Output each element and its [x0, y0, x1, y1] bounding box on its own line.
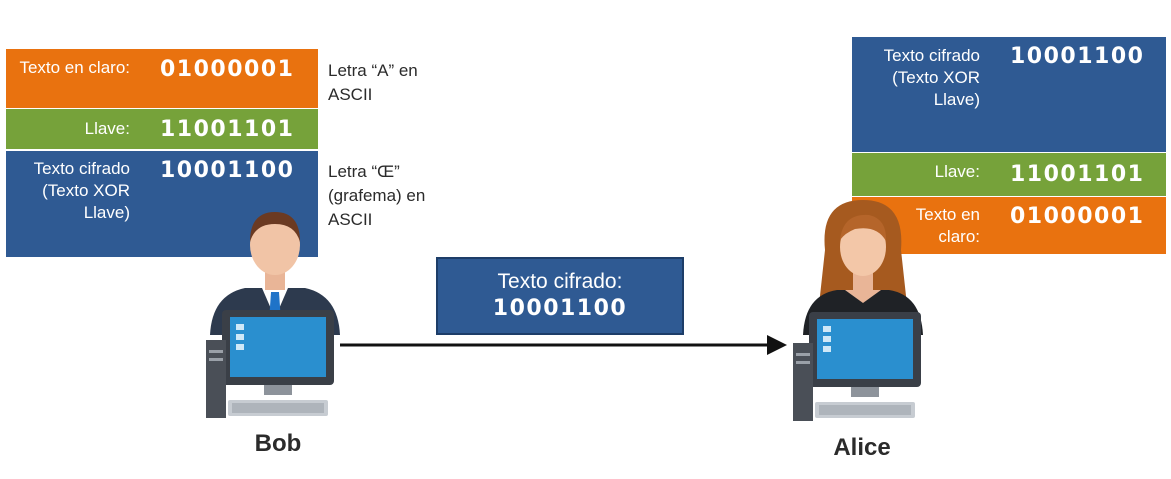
alice-plaintext-label: Texto en claro: [915, 205, 980, 246]
transmitted-ciphertext-box: Texto cifrado: 10001100 [436, 257, 684, 335]
bob-plaintext-row: Texto en claro: 01000001 [6, 49, 318, 108]
alice-person-icon [793, 200, 923, 421]
bob-ciphertext-value: 10001100 [160, 158, 295, 183]
bob-name: Bob [254, 430, 302, 457]
alice-key-label: Llave: [934, 162, 980, 181]
alice-name: Alice [833, 434, 891, 461]
bob-key-row: Llave: 11001101 [6, 109, 318, 149]
bob-key-label: Llave: [84, 119, 130, 138]
alice-plaintext-row: Texto en claro: 01000001 [852, 197, 1166, 254]
bob-person-icon [206, 212, 340, 418]
alice-key-value: 11001101 [1010, 162, 1145, 187]
alice-plaintext-value: 01000001 [1010, 204, 1145, 229]
bob-key-value: 11001101 [160, 117, 295, 142]
bob-plaintext-label: Texto en claro: [19, 58, 130, 77]
bob-ciphertext-label: Texto cifrado (Texto XOR Llave) [33, 159, 130, 222]
alice-key-row: Llave: 11001101 [852, 153, 1166, 196]
note-letter-a: Letra “A” en ASCII [328, 61, 418, 104]
alice-ciphertext-label: Texto cifrado (Texto XOR Llave) [883, 46, 980, 109]
transmitted-ciphertext-label: Texto cifrado: [497, 270, 623, 293]
bob-plaintext-value: 01000001 [160, 57, 295, 82]
transmitted-ciphertext-value: 10001100 [492, 296, 628, 321]
alice-ciphertext-row: Texto cifrado (Texto XOR Llave) 10001100 [852, 37, 1166, 152]
note-letter-oe: Letra “Œ” (grafema) en ASCII [328, 162, 426, 229]
transmission-arrow [340, 335, 787, 355]
alice-ciphertext-value: 10001100 [1010, 44, 1145, 69]
